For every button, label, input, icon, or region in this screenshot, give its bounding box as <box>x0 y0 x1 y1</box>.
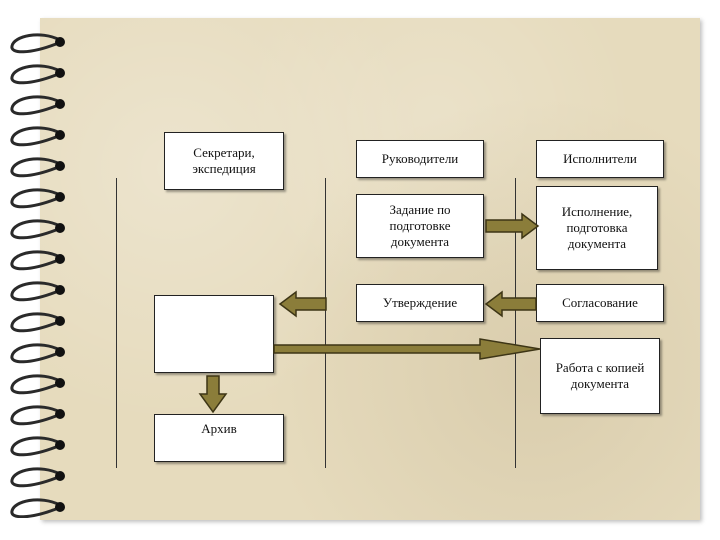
binding-hole <box>55 409 65 419</box>
binding-hole <box>55 285 65 295</box>
spiral-ring <box>10 374 61 395</box>
binding-hole <box>55 254 65 264</box>
task-box: Задание по подготовке документа <box>356 194 484 258</box>
spiral-ring <box>10 95 61 116</box>
execution-box: Исполнение, подготовка документа <box>536 186 658 270</box>
lane-header-secretaries: Секретари, экспедиция <box>164 132 284 190</box>
agreement-box: Согласование <box>536 284 664 322</box>
arrow-registration-to-copy-work <box>273 338 541 360</box>
archive-box: Архив <box>154 414 284 462</box>
spiral-ring <box>10 436 61 457</box>
arrow-task-to-execution <box>485 212 540 240</box>
binding-hole <box>55 68 65 78</box>
binding-hole <box>55 161 65 171</box>
copy-work-box: Работа с копией документа <box>540 338 660 414</box>
binding-hole <box>55 440 65 450</box>
spiral-ring <box>10 405 61 426</box>
approval-box: Утверждение <box>356 284 484 322</box>
arrow-agreement-to-approval <box>484 290 537 318</box>
arrow-registration-to-archive <box>198 375 228 414</box>
lane-divider-right <box>515 178 516 468</box>
binding-hole <box>55 347 65 357</box>
spiral-ring <box>10 33 61 54</box>
spiral-ring <box>10 498 61 518</box>
binding-hole <box>55 378 65 388</box>
spiral-ring <box>10 250 61 271</box>
binding-hole <box>55 99 65 109</box>
spiral-ring <box>10 343 61 364</box>
spiral-ring <box>10 312 61 333</box>
spiral-ring <box>10 64 61 85</box>
spiral-ring <box>10 157 61 178</box>
spiral-ring <box>10 126 61 147</box>
binding-hole <box>55 502 65 512</box>
binding-hole <box>55 130 65 140</box>
registration-box <box>154 295 274 373</box>
spiral-binding <box>10 33 65 518</box>
lane-divider-middle <box>325 178 326 468</box>
lane-header-executors: Исполнители <box>536 140 664 178</box>
spiral-ring <box>10 188 61 209</box>
binding-hole <box>55 316 65 326</box>
binding-hole <box>55 223 65 233</box>
lane-header-managers: Руководители <box>356 140 484 178</box>
spiral-ring <box>10 281 61 302</box>
binding-hole <box>55 192 65 202</box>
binding-hole <box>55 471 65 481</box>
binding-hole <box>55 37 65 47</box>
spiral-ring <box>10 219 61 240</box>
lane-divider-left <box>116 178 117 468</box>
arrow-approval-to-registration <box>278 290 327 318</box>
spiral-ring <box>10 467 61 488</box>
